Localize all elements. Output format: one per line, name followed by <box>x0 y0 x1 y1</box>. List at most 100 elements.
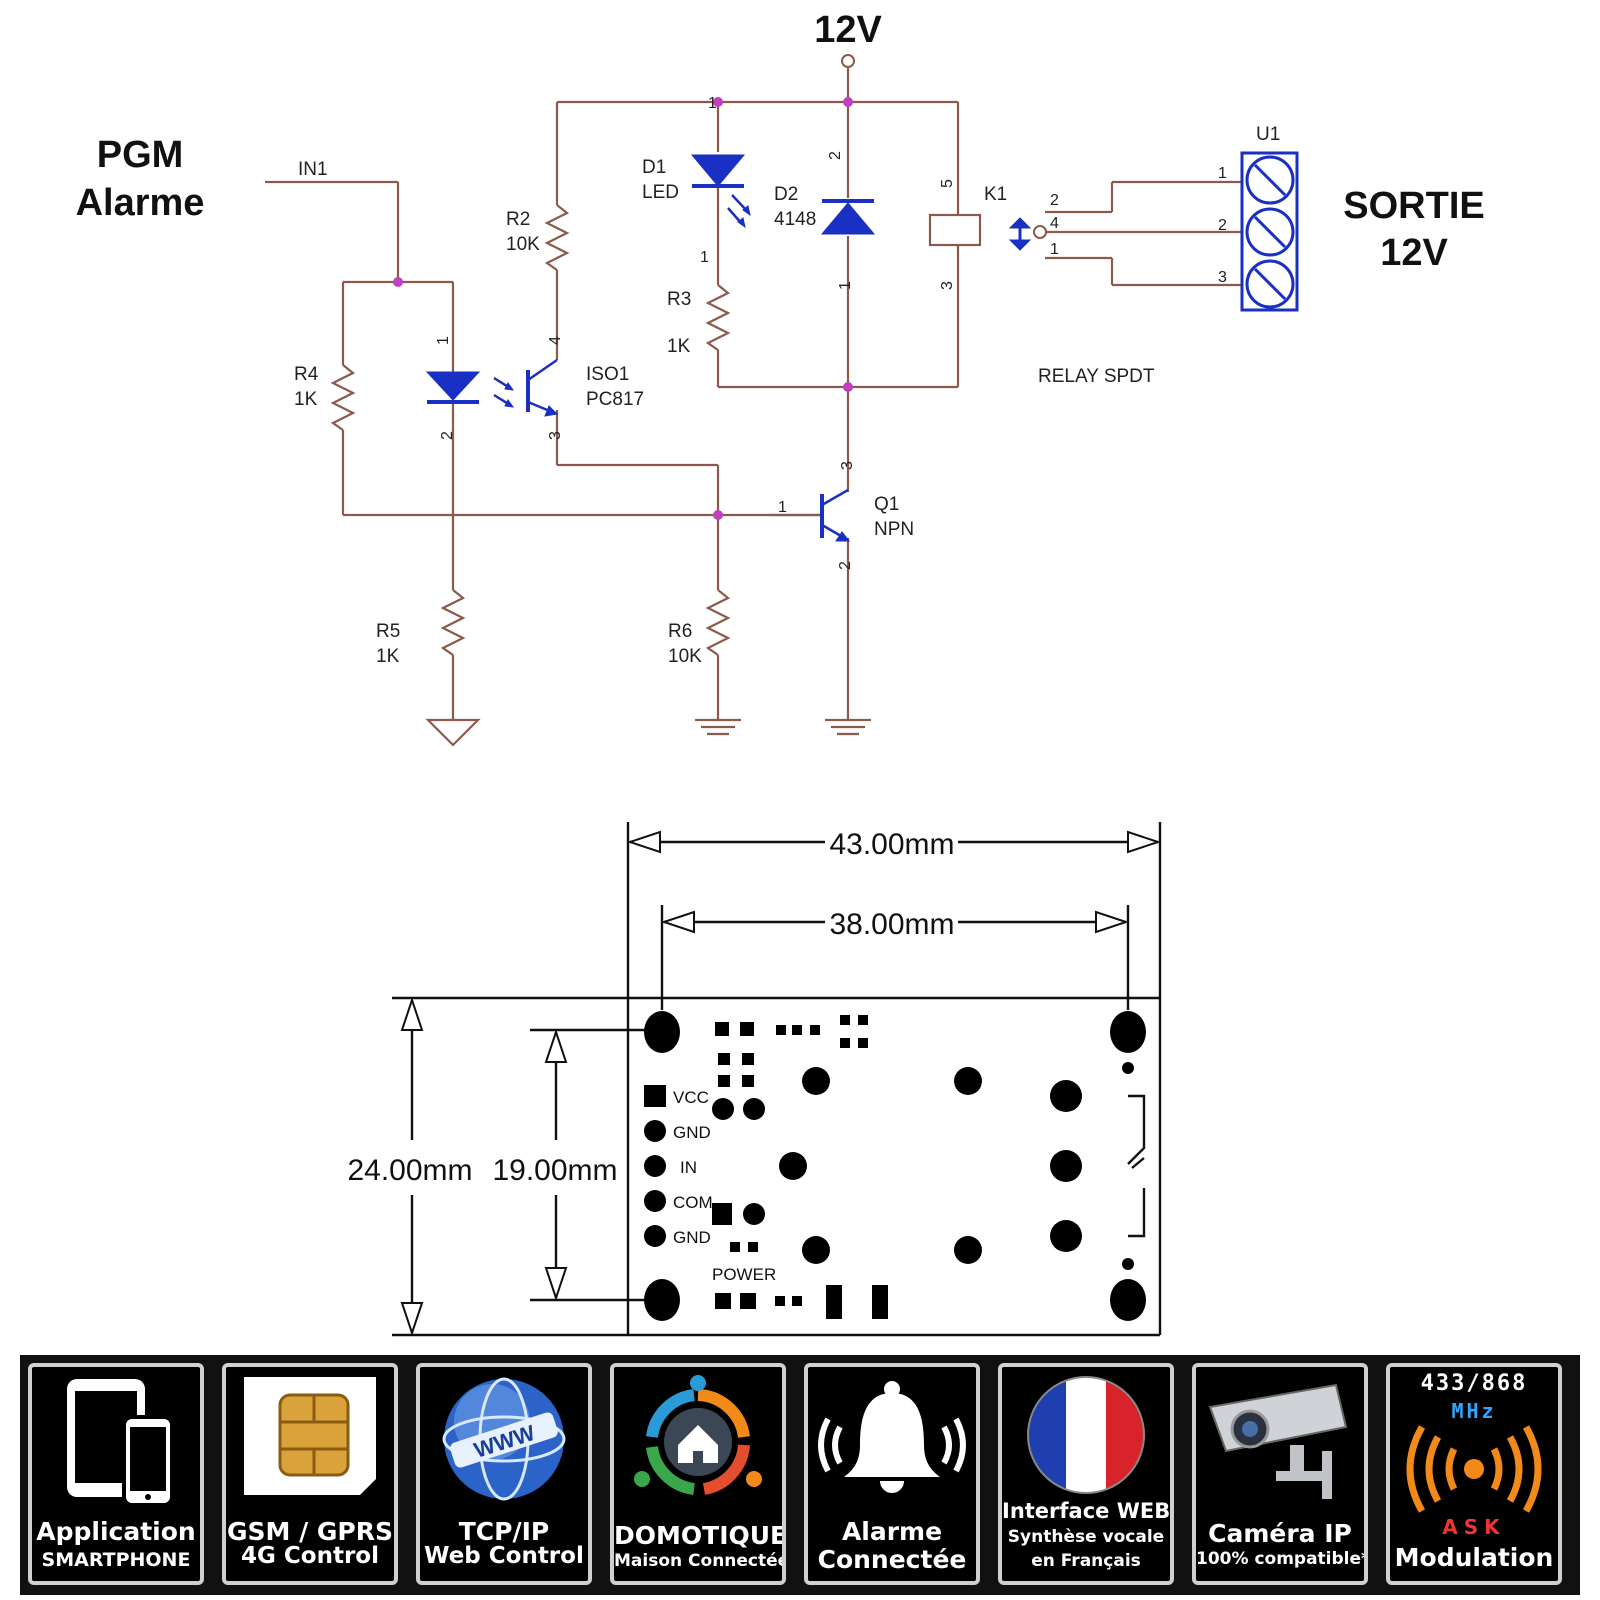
dimension-arrows <box>400 830 1162 1337</box>
feature-line1: Alarme <box>841 1517 943 1546</box>
radio-unit-label: MHz <box>1451 1399 1497 1423</box>
input-title-line1: PGM <box>97 134 184 176</box>
d2-diode-symbol <box>820 199 876 235</box>
board-height-label: 24.00mm <box>347 1154 472 1187</box>
svg-text:2: 2 <box>439 431 456 440</box>
svg-text:2: 2 <box>827 151 844 160</box>
board-outline <box>392 822 1162 1337</box>
svg-text:1: 1 <box>700 249 709 266</box>
svg-text:1: 1 <box>708 95 717 112</box>
q1-value: NPN <box>874 519 914 540</box>
pin-label-gnd-2: GND <box>673 1228 711 1247</box>
feature-line1: Modulation <box>1394 1543 1554 1572</box>
iso1-optocoupler-symbol <box>425 358 559 417</box>
r6-value: 10K <box>668 646 702 667</box>
feature-tile-application: Application SMARTPHONE <box>28 1363 204 1585</box>
svg-text:1: 1 <box>837 281 854 290</box>
sim-card-icon <box>244 1377 376 1495</box>
feature-banner: Application SMARTPHONE GSM / GPRS 4G Con… <box>20 1355 1580 1595</box>
feature-line2: SMARTPHONE <box>41 1549 191 1571</box>
www-globe-icon: WWW <box>442 1377 566 1501</box>
svg-text:3: 3 <box>1218 269 1227 286</box>
hole-spacing-x-label: 38.00mm <box>829 908 954 941</box>
q1-ref: Q1 <box>874 494 899 515</box>
board-footprint <box>644 1011 1146 1321</box>
pin-label-com: COM <box>673 1193 713 1212</box>
feature-line2: 100% compatible* <box>1196 1549 1368 1569</box>
power-label: POWER <box>712 1265 776 1284</box>
u1-ref: U1 <box>1256 124 1280 145</box>
feature-tile-alarme: Alarme Connectée <box>804 1363 980 1585</box>
r4-ref: R4 <box>294 364 319 385</box>
home-automation-icon <box>634 1375 762 1495</box>
pin-numbers: 1 1 2 1 5 3 2 4 1 1 2 3 1 2 4 3 1 3 2 <box>435 95 1227 570</box>
r3-value: 1K <box>667 336 691 357</box>
radio-frequency-label: 433/868 <box>1420 1371 1528 1396</box>
d1-led-symbol <box>690 154 751 229</box>
svg-text:1: 1 <box>1050 241 1059 258</box>
svg-text:4: 4 <box>1050 215 1059 232</box>
feature-line1: DOMOTIQUE <box>614 1521 786 1550</box>
feature-tile-gsm: GSM / GPRS 4G Control <box>222 1363 398 1585</box>
feature-tile-domotique: DOMOTIQUE Maison Connectée <box>610 1363 786 1585</box>
d2-ref: D2 <box>774 184 798 205</box>
supply-label: 12V <box>814 9 882 51</box>
feature-line2: Connectée <box>817 1545 967 1574</box>
k1-relay-coil <box>928 213 1047 251</box>
pin-label-vcc: VCC <box>673 1088 709 1107</box>
iso1-value: PC817 <box>586 389 644 410</box>
svg-text:3: 3 <box>939 281 956 290</box>
svg-text:1: 1 <box>435 336 452 345</box>
radio-modulation-badge: ASK <box>1442 1515 1506 1539</box>
feature-tile-radio: 433/868 MHz ASK Modulation <box>1386 1363 1562 1585</box>
svg-text:1: 1 <box>1218 165 1227 182</box>
svg-text:2: 2 <box>837 561 854 570</box>
q1-npn-transistor-symbol <box>770 488 851 542</box>
junction-dots <box>393 97 853 520</box>
r2-ref: R2 <box>506 209 530 230</box>
pin-label-gnd-1: GND <box>673 1123 711 1142</box>
feature-tile-interface-web: Interface WEB Synthèse vocale en Françai… <box>998 1363 1174 1585</box>
feature-line2: 4G Control <box>241 1543 379 1569</box>
r2-value: 10K <box>506 234 540 255</box>
svg-text:5: 5 <box>939 179 956 188</box>
output-title-line2: 12V <box>1380 232 1448 274</box>
svg-text:4: 4 <box>547 336 564 345</box>
d2-value: 4148 <box>774 209 816 230</box>
feature-tile-tcpip: WWW TCP/IP Web Control <box>416 1363 592 1585</box>
ground-symbols <box>425 718 871 747</box>
svg-text:1: 1 <box>778 499 787 516</box>
feature-line2: Synthèse vocale <box>1007 1527 1165 1547</box>
input-title-line2: Alarme <box>76 182 205 224</box>
output-title-line1: SORTIE <box>1343 185 1484 227</box>
board-pin-labels: VCC GND IN COM GND POWER <box>673 1088 776 1284</box>
feature-line3: en Français <box>1031 1551 1141 1571</box>
relay-type-label: RELAY SPDT <box>1038 366 1155 387</box>
hole-spacing-y-label: 19.00mm <box>492 1154 617 1187</box>
u1-terminal-block <box>1240 151 1299 312</box>
svg-text:3: 3 <box>839 461 856 470</box>
d1-value: LED <box>642 182 679 203</box>
d1-ref: D1 <box>642 157 666 178</box>
feature-line1: TCP/IP <box>458 1517 550 1546</box>
r6-ref: R6 <box>668 621 692 642</box>
ip-camera-icon <box>1208 1383 1348 1499</box>
feature-line1: Interface WEB <box>1002 1499 1171 1523</box>
board-width-label: 43.00mm <box>829 828 954 861</box>
feature-line1: GSM / GPRS <box>226 1517 394 1546</box>
svg-text:2: 2 <box>1218 217 1227 234</box>
relay-contact-symbol <box>1127 1094 1146 1238</box>
k1-ref: K1 <box>984 184 1007 205</box>
pin-label-in: IN <box>680 1158 697 1177</box>
feature-tile-camera-ip: Caméra IP 100% compatible* <box>1192 1363 1368 1585</box>
feature-line1: Caméra IP <box>1208 1519 1352 1548</box>
r5-value: 1K <box>376 646 400 667</box>
smartphone-tablet-icon <box>67 1379 174 1507</box>
feature-line1: Application <box>36 1517 196 1546</box>
input-net-label: IN1 <box>298 159 328 180</box>
schematic-wires <box>265 54 1242 720</box>
feature-line2: Maison Connectée <box>614 1551 786 1571</box>
iso1-ref: ISO1 <box>586 364 629 385</box>
svg-text:3: 3 <box>547 431 564 440</box>
